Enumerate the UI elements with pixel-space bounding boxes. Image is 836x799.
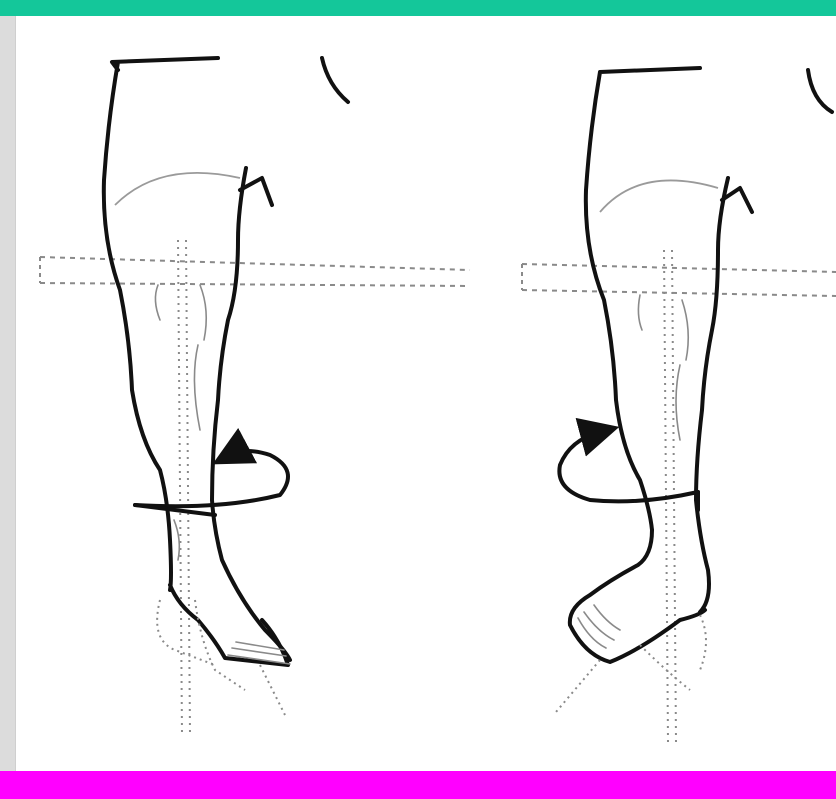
foot-ghost-outline-right (556, 615, 706, 712)
leg-outline-back (212, 168, 290, 660)
vertical-axis-guide (178, 240, 190, 735)
left-gray-strip (0, 16, 16, 771)
left-leg-panel (40, 58, 470, 735)
horizontal-axis-guide (40, 257, 470, 286)
hip-tick-right (808, 70, 832, 112)
top-accent-bar (0, 0, 836, 16)
leg-outline-back-right (696, 178, 728, 612)
toes-right (578, 605, 620, 648)
right-leg-panel (522, 68, 836, 742)
foot-ghost-outline (157, 600, 285, 715)
rotation-arrow-icon-right (559, 432, 698, 501)
foot-outline-right (570, 530, 705, 662)
muscle-lines (155, 285, 206, 560)
knee-arc (115, 173, 240, 205)
bottom-accent-bar (0, 771, 836, 799)
knee-arc-right (600, 180, 718, 212)
hip-tick (322, 58, 348, 102)
muscle-lines-right (638, 295, 688, 440)
leg-outline-right (586, 68, 700, 530)
leg-rotation-illustration (16, 16, 836, 771)
horizontal-axis-guide-right (522, 264, 836, 296)
